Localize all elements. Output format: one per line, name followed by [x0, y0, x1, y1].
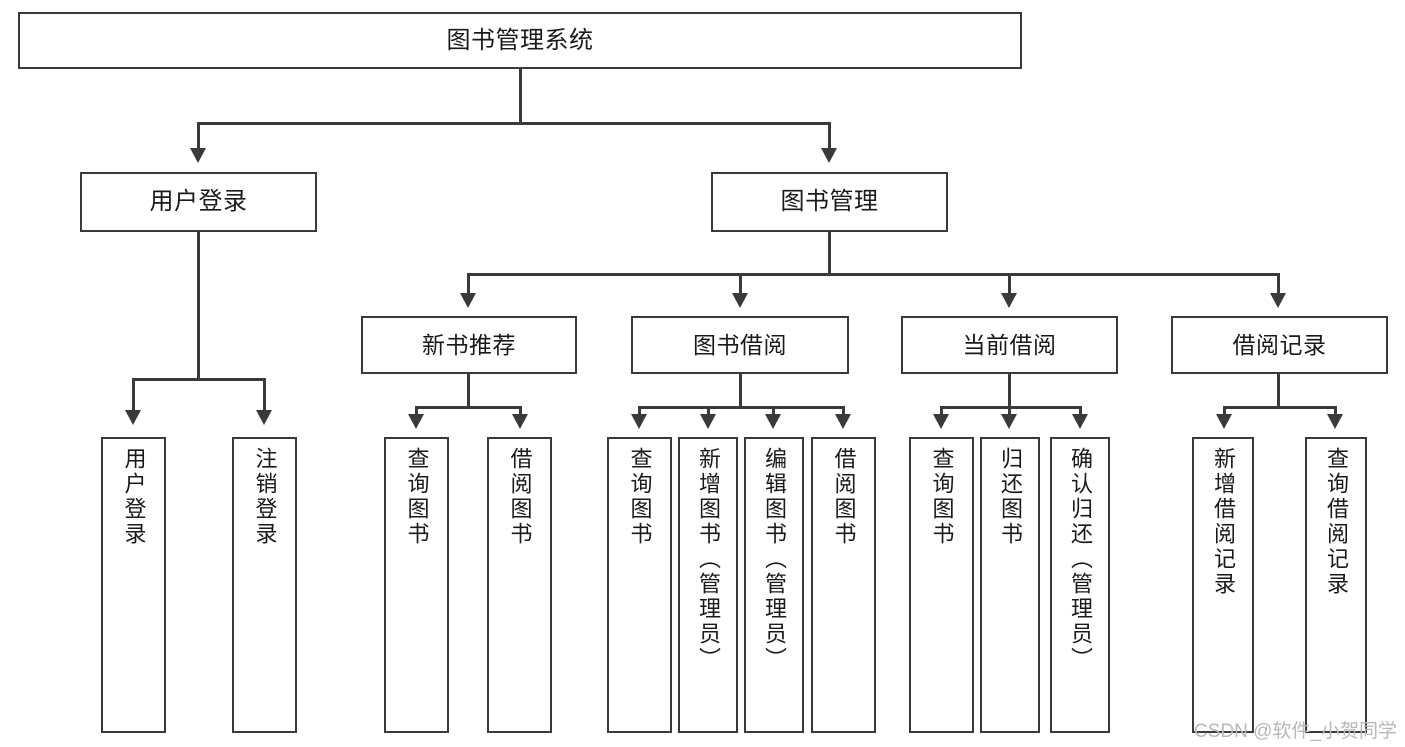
- node-label: 借阅图书: [507, 447, 533, 547]
- node-label: 借阅记录: [1232, 331, 1327, 358]
- connector-borrow-record-drop-2: [1334, 406, 1337, 416]
- connector-borrow-record-stem: [1277, 374, 1280, 407]
- node-book-borrow[interactable]: 图书借阅: [631, 316, 849, 374]
- connector-root-to-user-login: [197, 122, 200, 150]
- leaf-query-book-borrow[interactable]: 查询图书: [607, 437, 672, 733]
- connector-user-login-bus: [132, 378, 265, 381]
- node-label: 新书推荐: [422, 331, 516, 358]
- node-label: 确认归还（管理员）: [1068, 447, 1093, 672]
- connector-user-login-stem: [197, 232, 200, 379]
- leaf-confirm-return-admin[interactable]: 确认归还（管理员）: [1050, 437, 1110, 733]
- connector-user-login-drop-1: [132, 378, 135, 412]
- connector-user-login-drop-2: [263, 378, 266, 412]
- arrowhead-leaf-return-book: [1001, 414, 1017, 429]
- node-label: 当前借阅: [962, 331, 1057, 358]
- leaf-logout[interactable]: 注销登录: [232, 437, 297, 733]
- connector-root-stem: [519, 69, 522, 123]
- node-label: 用户登录: [149, 188, 248, 216]
- connector-new-book-bus: [415, 406, 522, 409]
- arrowhead-to-user-login: [190, 148, 206, 163]
- connector-book-borrow-bus: [638, 406, 844, 409]
- leaf-query-book-recommend[interactable]: 查询图书: [384, 437, 449, 733]
- connector-current-borrow-drop-3: [1079, 406, 1082, 416]
- arrowhead-leaf-borrow-book-1: [512, 414, 528, 429]
- node-user-login[interactable]: 用户登录: [80, 172, 317, 232]
- leaf-add-borrow-record[interactable]: 新增借阅记录: [1192, 437, 1254, 733]
- arrowhead-leaf-borrow-book-2: [835, 414, 851, 429]
- arrowhead-leaf-user-login: [125, 410, 141, 425]
- arrowhead-to-borrow-record: [1270, 293, 1286, 308]
- node-current-borrow[interactable]: 当前借阅: [901, 316, 1118, 374]
- node-label: 查询借阅记录: [1324, 447, 1349, 597]
- leaf-user-login[interactable]: 用户登录: [101, 437, 166, 733]
- node-label: 图书借阅: [693, 331, 787, 358]
- leaf-borrow-book[interactable]: 借阅图书: [811, 437, 876, 733]
- arrowhead-leaf-query-book-1: [408, 414, 424, 429]
- connector-book-borrow-drop-1: [638, 406, 641, 416]
- node-label: 查询图书: [627, 447, 653, 547]
- arrowhead-to-current-borrow: [1001, 293, 1017, 308]
- connector-new-book-drop-2: [519, 406, 522, 416]
- node-label: 新增图书（管理员）: [696, 447, 721, 672]
- node-label: 查询图书: [929, 447, 955, 547]
- arrowhead-leaf-edit-book: [765, 414, 781, 429]
- arrowhead-leaf-add-book: [700, 414, 716, 429]
- arrowhead-leaf-query-book-2: [631, 414, 647, 429]
- leaf-add-book-admin[interactable]: 新增图书（管理员）: [678, 437, 738, 733]
- connector-borrow-record-drop-1: [1223, 406, 1226, 416]
- connector-book-borrow-drop-4: [842, 406, 845, 416]
- connector-level3-bus: [467, 273, 1278, 276]
- leaf-query-borrow-record[interactable]: 查询借阅记录: [1305, 437, 1367, 733]
- node-label: 图书管理系统: [446, 26, 594, 54]
- arrowhead-to-book-borrow: [732, 293, 748, 308]
- connector-book-borrow-stem: [739, 374, 742, 407]
- node-label: 注销登录: [252, 447, 278, 547]
- arrowhead-leaf-logout: [256, 410, 272, 425]
- connector-to-borrow-record: [1277, 273, 1280, 295]
- connector-current-borrow-stem: [1008, 374, 1011, 407]
- connector-current-borrow-drop-2: [1008, 406, 1011, 416]
- connector-book-borrow-drop-3: [772, 406, 775, 416]
- connector-new-book-drop-1: [415, 406, 418, 416]
- node-book-management[interactable]: 图书管理: [711, 172, 948, 232]
- connector-borrow-record-bus: [1223, 406, 1336, 409]
- connector-current-borrow-bus: [940, 406, 1082, 409]
- arrowhead-leaf-query-record: [1327, 414, 1343, 429]
- node-label: 编辑图书（管理员）: [762, 447, 787, 672]
- node-root-system[interactable]: 图书管理系统: [18, 12, 1022, 69]
- connector-to-current-borrow: [1008, 273, 1011, 295]
- node-label: 图书管理: [780, 188, 879, 216]
- leaf-return-book[interactable]: 归还图书: [980, 437, 1040, 733]
- node-label: 用户登录: [121, 447, 147, 547]
- arrowhead-leaf-add-record: [1216, 414, 1232, 429]
- node-label: 归还图书: [998, 447, 1023, 547]
- arrowhead-to-new-book: [460, 293, 476, 308]
- connector-current-borrow-drop-1: [940, 406, 943, 416]
- leaf-edit-book-admin[interactable]: 编辑图书（管理员）: [744, 437, 804, 733]
- arrowhead-to-book-mgmt: [821, 148, 837, 163]
- node-new-book-recommend[interactable]: 新书推荐: [361, 316, 577, 374]
- node-label: 新增借阅记录: [1211, 447, 1236, 597]
- connector-to-book-borrow: [739, 273, 742, 295]
- connector-to-new-book: [467, 273, 470, 295]
- leaf-borrow-book-recommend[interactable]: 借阅图书: [487, 437, 552, 733]
- arrowhead-leaf-query-book-3: [933, 414, 949, 429]
- node-borrow-record[interactable]: 借阅记录: [1171, 316, 1388, 374]
- node-label: 查询图书: [404, 447, 430, 547]
- connector-root-to-book-mgmt: [828, 122, 831, 150]
- connector-book-borrow-drop-2: [707, 406, 710, 416]
- connector-root-bus: [197, 122, 831, 125]
- connector-new-book-stem: [467, 374, 470, 407]
- connector-book-mgmt-stem: [828, 232, 831, 274]
- arrowhead-leaf-confirm-return: [1072, 414, 1088, 429]
- leaf-query-book-current[interactable]: 查询图书: [909, 437, 974, 733]
- node-label: 借阅图书: [831, 447, 857, 547]
